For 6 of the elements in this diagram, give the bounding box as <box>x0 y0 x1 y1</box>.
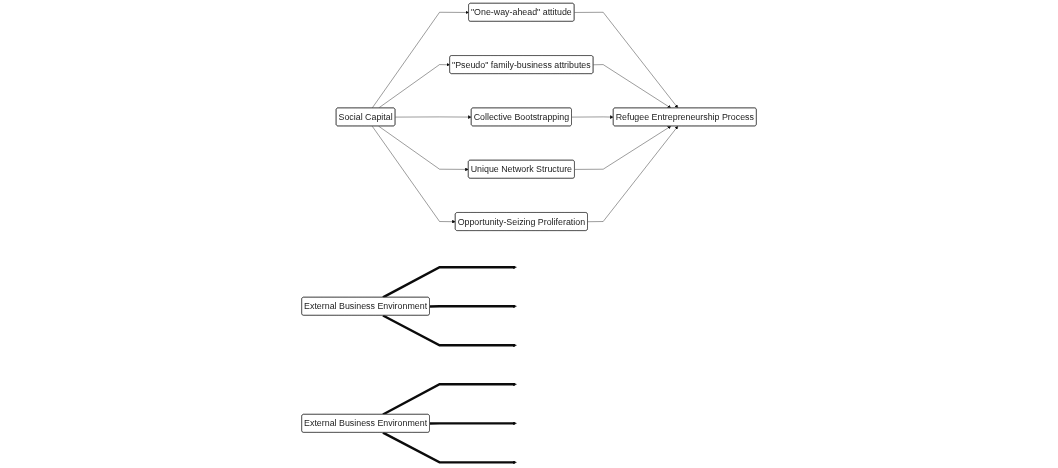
arrow <box>429 304 517 308</box>
arrow <box>382 314 517 348</box>
arrow <box>382 382 517 416</box>
arrow <box>382 265 517 299</box>
arrow <box>382 431 517 465</box>
arrow <box>429 421 517 426</box>
